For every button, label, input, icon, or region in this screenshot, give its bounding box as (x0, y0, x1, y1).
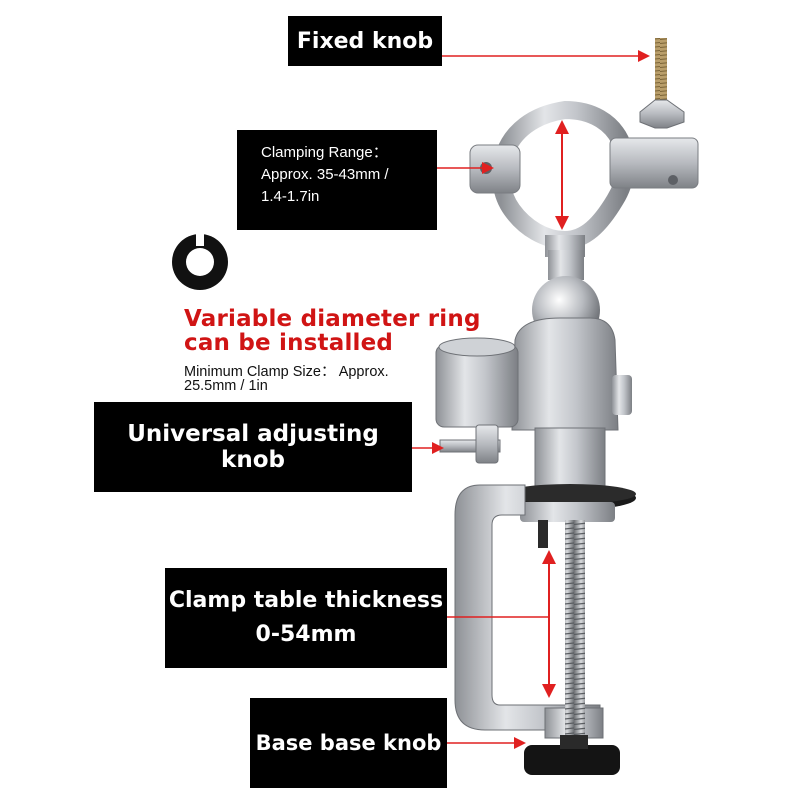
clamp-screw (538, 520, 585, 735)
ring-clamp (469, 100, 699, 257)
head-body (435, 317, 632, 489)
clamping-range-line1: Clamping Range： (261, 144, 388, 161)
base-knob-label: Base base knob (250, 698, 447, 788)
min-clamp-line1: Minimum Clamp Size： Approx. (184, 364, 389, 380)
fixed-knob-text: Fixed knob (296, 28, 434, 54)
universal-knob-label: Universal adjusting knob (94, 402, 412, 492)
min-clamp-line2: 25.5mm / 1in (184, 378, 268, 394)
table-thickness-line1: Clamp table thickness (168, 588, 444, 613)
variable-diameter-ring (172, 232, 228, 290)
table-thickness-label: Clamp table thickness 0-54mm (165, 568, 447, 668)
fixed-knob-screw (639, 38, 685, 129)
ring-heading-line2: can be installed (184, 330, 394, 356)
universal-knob-text: Universal adjusting knob (127, 421, 379, 473)
clamping-range-line2: Approx. 35-43mm / (261, 166, 389, 183)
clamping-range-line3: 1.4-1.7in (261, 188, 320, 205)
base-knob-shape (524, 735, 620, 775)
fixed-knob-label: Fixed knob (288, 16, 442, 66)
clamping-range-label: Clamping Range： Approx. 35-43mm / 1.4-1.… (237, 130, 437, 230)
rubber-washer (504, 484, 636, 522)
table-thickness-line2: 0-54mm (255, 622, 357, 647)
base-knob-text: Base base knob (255, 731, 442, 755)
annotation-arrows (412, 50, 650, 749)
ring-heading-line1: Variable diameter ring (184, 306, 481, 332)
